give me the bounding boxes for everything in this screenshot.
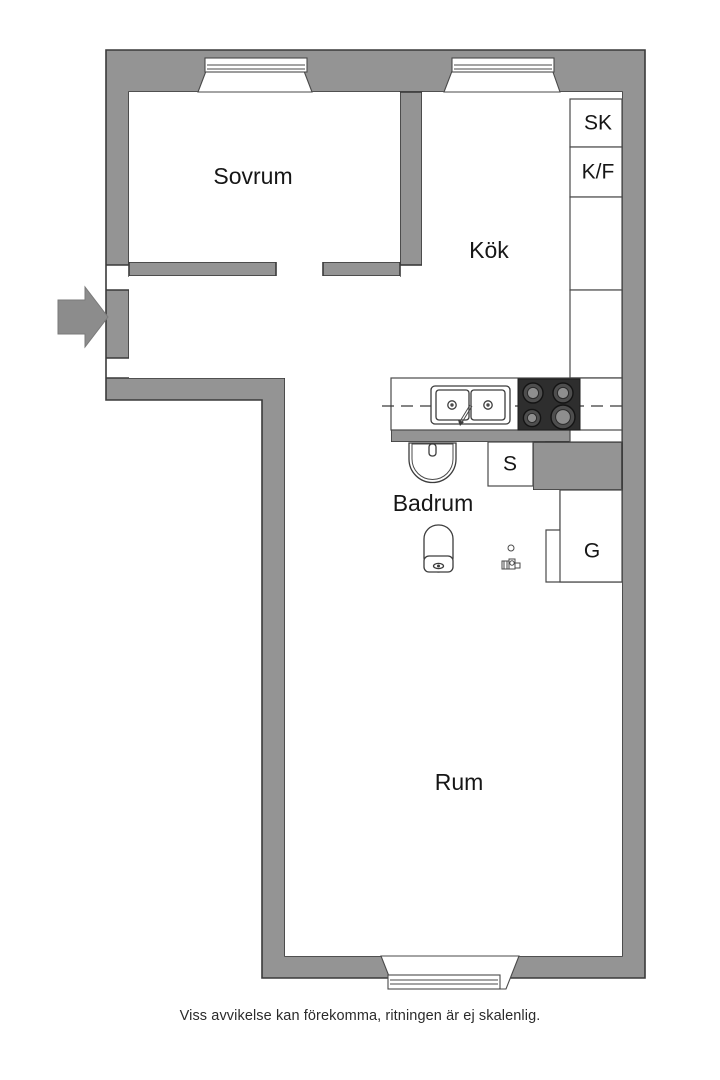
closet-g-inner xyxy=(559,489,623,583)
window-kok xyxy=(443,57,561,93)
cooktop xyxy=(517,378,581,431)
room-label-rum: Rum xyxy=(435,769,484,795)
kitchen-sink xyxy=(430,385,511,426)
entrance-arrow xyxy=(57,285,109,349)
storage-label-sk: SK xyxy=(584,112,612,135)
plan-disclaimer-caption: Viss avvikelse kan förekomma, ritningen … xyxy=(179,1008,541,1024)
window-rum xyxy=(380,955,520,990)
storage-label-kf: K/F xyxy=(582,161,615,184)
bathroom-fixtures xyxy=(408,442,521,573)
kitchen-counter xyxy=(382,377,623,431)
floor-drain xyxy=(507,544,515,552)
room-area-sovrum xyxy=(129,92,400,262)
room-labels: Sovrum Kök Badrum Rum xyxy=(213,163,509,795)
cabinet-mid-lower xyxy=(569,289,623,379)
room-label-kok: Kök xyxy=(469,237,509,263)
room-label-badrum: Badrum xyxy=(393,490,474,516)
cabinet-kf xyxy=(569,146,623,198)
cabinet-sk xyxy=(569,98,623,148)
partition-sovrum-bottom-left xyxy=(128,261,277,277)
room-area-rum-upper xyxy=(285,378,391,498)
cabinet-mid-upper xyxy=(569,196,623,291)
room-area-hall xyxy=(129,276,400,378)
room-areas xyxy=(129,92,622,956)
closets xyxy=(487,441,623,583)
laundry-tap xyxy=(501,558,521,570)
closet-s xyxy=(487,441,534,487)
storage-labels: SK K/F S G xyxy=(503,112,614,563)
storage-label-g: G xyxy=(584,540,600,563)
wash-basin xyxy=(408,442,457,484)
partition-sovrum-kok xyxy=(399,91,423,266)
toilet xyxy=(423,524,454,573)
partition-s-right xyxy=(532,441,623,491)
room-label-sovrum: Sovrum xyxy=(213,163,292,189)
partition-sovrum-bottom-right xyxy=(322,261,401,277)
window-sovrum xyxy=(197,57,313,93)
windows xyxy=(197,57,561,990)
storage-label-s: S xyxy=(503,453,517,476)
